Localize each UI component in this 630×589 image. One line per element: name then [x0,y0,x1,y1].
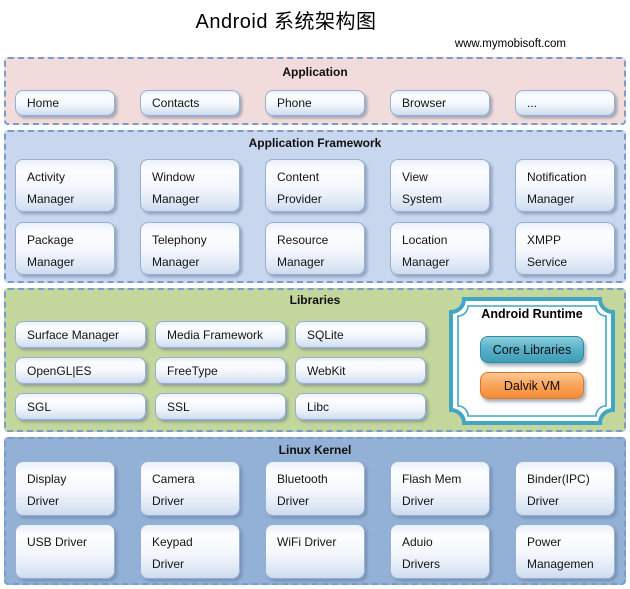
app-box-browser: Browser [390,90,490,116]
app-box-phone: Phone [265,90,365,116]
kernel-box-audio-drivers: Aduio Drivers [390,524,490,579]
app-box-contacts: Contacts [140,90,240,116]
library-box-freetype: FreeType [155,357,286,384]
library-box-media-framework: Media Framework [155,321,286,348]
library-box-surface-manager: Surface Manager [15,321,146,348]
section-application: Application Home Contacts Phone Browser … [4,57,626,125]
library-box-webkit: WebKit [295,357,426,384]
kernel-box-usb-driver: USB Driver [15,524,115,579]
android-runtime-title: Android Runtime [481,307,583,321]
page-title: Android 系统架构图 [195,11,377,33]
library-box-opengl-es: OpenGL|ES [15,357,146,384]
kernel-box-keypad-driver: Keypad Driver [140,524,240,579]
runtime-box-core-libraries: Core Libraries [480,336,584,363]
framework-box-telephony-manager: Telephony Manager [140,222,240,275]
framework-box-notification-manager: Notification Manager [515,159,615,212]
section-application-framework-title: Application Framework [248,136,382,150]
framework-box-activity-manager: Activity Manager [15,159,115,212]
framework-row-2: Package Manager Telephony Manager Resour… [6,222,624,275]
runtime-box-dalvik-vm: Dalvik VM [480,372,584,399]
kernel-row-2: USB Driver Keypad Driver WiFi Driver Adu… [6,524,624,579]
website-watermark: www.mymobisoft.com [454,38,566,50]
section-application-framework: Application Framework Activity Manager W… [4,130,626,283]
libraries-content: Surface Manager Media Framework SQLite O… [6,321,624,420]
runtime-boxes: Core Libraries Dalvik VM [449,336,615,399]
framework-row-1: Activity Manager Window Manager Content … [6,159,624,212]
section-libraries-title: Libraries [289,293,341,307]
framework-box-content-provider: Content Provider [265,159,365,212]
kernel-row-1: Display Driver Camera Driver Bluetooth D… [6,461,624,516]
libraries-grid: Surface Manager Media Framework SQLite O… [15,321,615,420]
kernel-box-flash-mem-driver: Flash Mem Driver [390,461,490,516]
kernel-box-camera-driver: Camera Driver [140,461,240,516]
framework-box-location-manager: Location Manager [390,222,490,275]
kernel-box-wifi-driver: WiFi Driver [265,524,365,579]
library-box-ssl: SSL [155,393,286,420]
section-linux-kernel-title: Linux Kernel [278,443,352,457]
framework-box-package-manager: Package Manager [15,222,115,275]
section-application-title: Application [282,65,348,79]
android-runtime-panel: Android Runtime Core Libraries Dalvik VM [449,297,615,425]
framework-box-window-manager: Window Manager [140,159,240,212]
section-libraries: Libraries Surface Manager Media Framewor… [4,288,626,432]
app-box-more: ... [515,90,615,116]
framework-box-view-system: View System [390,159,490,212]
application-row: Home Contacts Phone Browser ... [6,90,624,116]
app-box-home: Home [15,90,115,116]
library-box-sqlite: SQLite [295,321,426,348]
kernel-box-binder-ipc-driver: Binder(IPC) Driver [515,461,615,516]
library-box-libc: Libc [295,393,426,420]
kernel-box-display-driver: Display Driver [15,461,115,516]
framework-box-resource-manager: Resource Manager [265,222,365,275]
kernel-box-power-management: Power Managemen [515,524,615,579]
library-box-sgl: SGL [15,393,146,420]
section-linux-kernel: Linux Kernel Display Driver Camera Drive… [4,437,626,585]
framework-box-xmpp-service: XMPP Service [515,222,615,275]
kernel-box-bluetooth-driver: Bluetooth Driver [265,461,365,516]
